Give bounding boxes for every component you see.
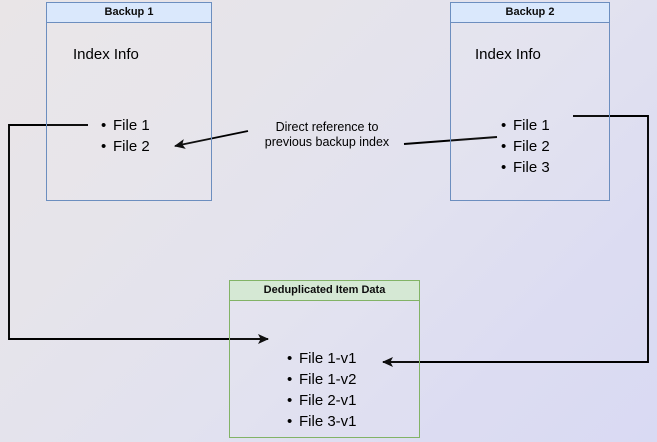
list-item: File 1	[101, 115, 150, 136]
node-backup-2[interactable]: Backup 2 Index Info File 1 File 2 File 3	[450, 2, 610, 201]
backup-2-index-info-title: Index Info	[475, 46, 541, 63]
node-deduplicated-item-data-header: Deduplicated Item Data	[230, 281, 419, 301]
list-item: File 1-v2	[287, 369, 356, 390]
list-item: File 3	[501, 157, 550, 178]
node-backup-1[interactable]: Backup 1 Index Info File 1 File 2	[46, 2, 212, 201]
backup-1-file-list: File 1 File 2	[99, 115, 150, 157]
list-item: File 2	[501, 136, 550, 157]
node-backup-2-header: Backup 2	[451, 3, 609, 23]
backup-1-index-info-title: Index Info	[73, 46, 139, 63]
list-item: File 1	[501, 115, 550, 136]
list-item: File 1-v1	[287, 348, 356, 369]
node-deduplicated-item-data[interactable]: Deduplicated Item Data File 1-v1 File 1-…	[229, 280, 420, 438]
backup-2-file-list: File 1 File 2 File 3	[499, 115, 550, 178]
node-backup-2-body: Index Info File 1 File 2 File 3	[451, 23, 609, 200]
list-item: File 2	[101, 136, 150, 157]
node-deduplicated-item-data-body: File 1-v1 File 1-v2 File 2-v1 File 3-v1	[230, 301, 419, 437]
list-item: File 3-v1	[287, 411, 356, 432]
dedup-file-list: File 1-v1 File 1-v2 File 2-v1 File 3-v1	[285, 348, 356, 432]
edge-label-direct-reference: Direct reference to previous backup inde…	[264, 120, 390, 149]
node-backup-1-body: Index Info File 1 File 2	[47, 23, 211, 200]
node-backup-1-header: Backup 1	[47, 3, 211, 23]
list-item: File 2-v1	[287, 390, 356, 411]
